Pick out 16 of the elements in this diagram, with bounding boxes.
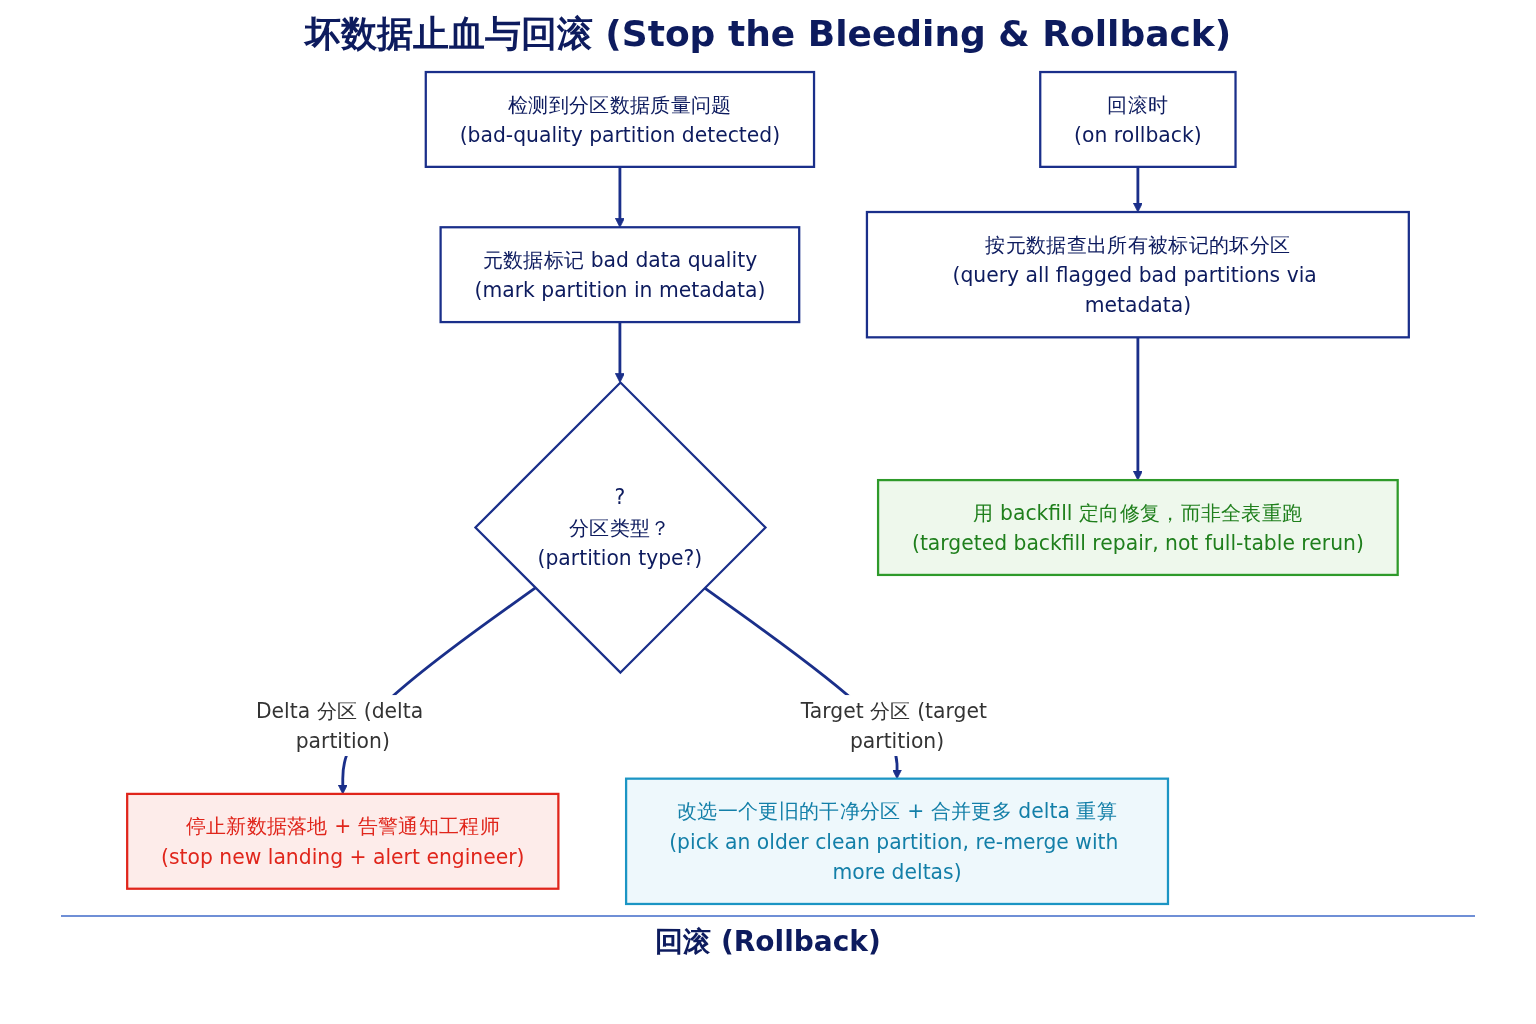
node-box: 元数据标记 bad data quality (mark partition in metadata) bbox=[439, 226, 801, 324]
arrow bbox=[614, 166, 625, 228]
node-box: 改选一个更旧的干净分区 + 合并更多 delta 重算 (pick an older clean partition, re-merge with more deltas) bbox=[624, 777, 1170, 906]
section-heading: 回滚 (Rollback) bbox=[61, 915, 1475, 961]
arrow bbox=[1132, 166, 1143, 213]
node-box: 检测到分区数据质量问题 (bad-quality partition detected) bbox=[424, 70, 816, 168]
arrow bbox=[614, 322, 625, 383]
edge-label: Target 分区 (target partition) bbox=[800, 698, 987, 753]
node-box: 回滚时 (on rollback) bbox=[1039, 70, 1237, 168]
node-box: 停止新数据落地 + 告警通知工程师 (stop new landing + alert engineer) bbox=[126, 792, 560, 890]
diagram-title: 坏数据止血与回滚 (Stop the Bleeding & Rollback) bbox=[304, 12, 1232, 56]
edge-label: Delta 分区 (delta partition) bbox=[255, 698, 424, 753]
node-diamond: ? 分区类型？ (partition type?) bbox=[473, 380, 768, 675]
node-box: 按元数据查出所有被标记的坏分区 (query all flagged bad partitions via metadata) bbox=[865, 210, 1410, 339]
node-box: 用 backfill 定向修复，而非全表重跑 (targeted backfill repair, not full-table rerun) bbox=[876, 478, 1399, 577]
arrow bbox=[1132, 337, 1143, 481]
